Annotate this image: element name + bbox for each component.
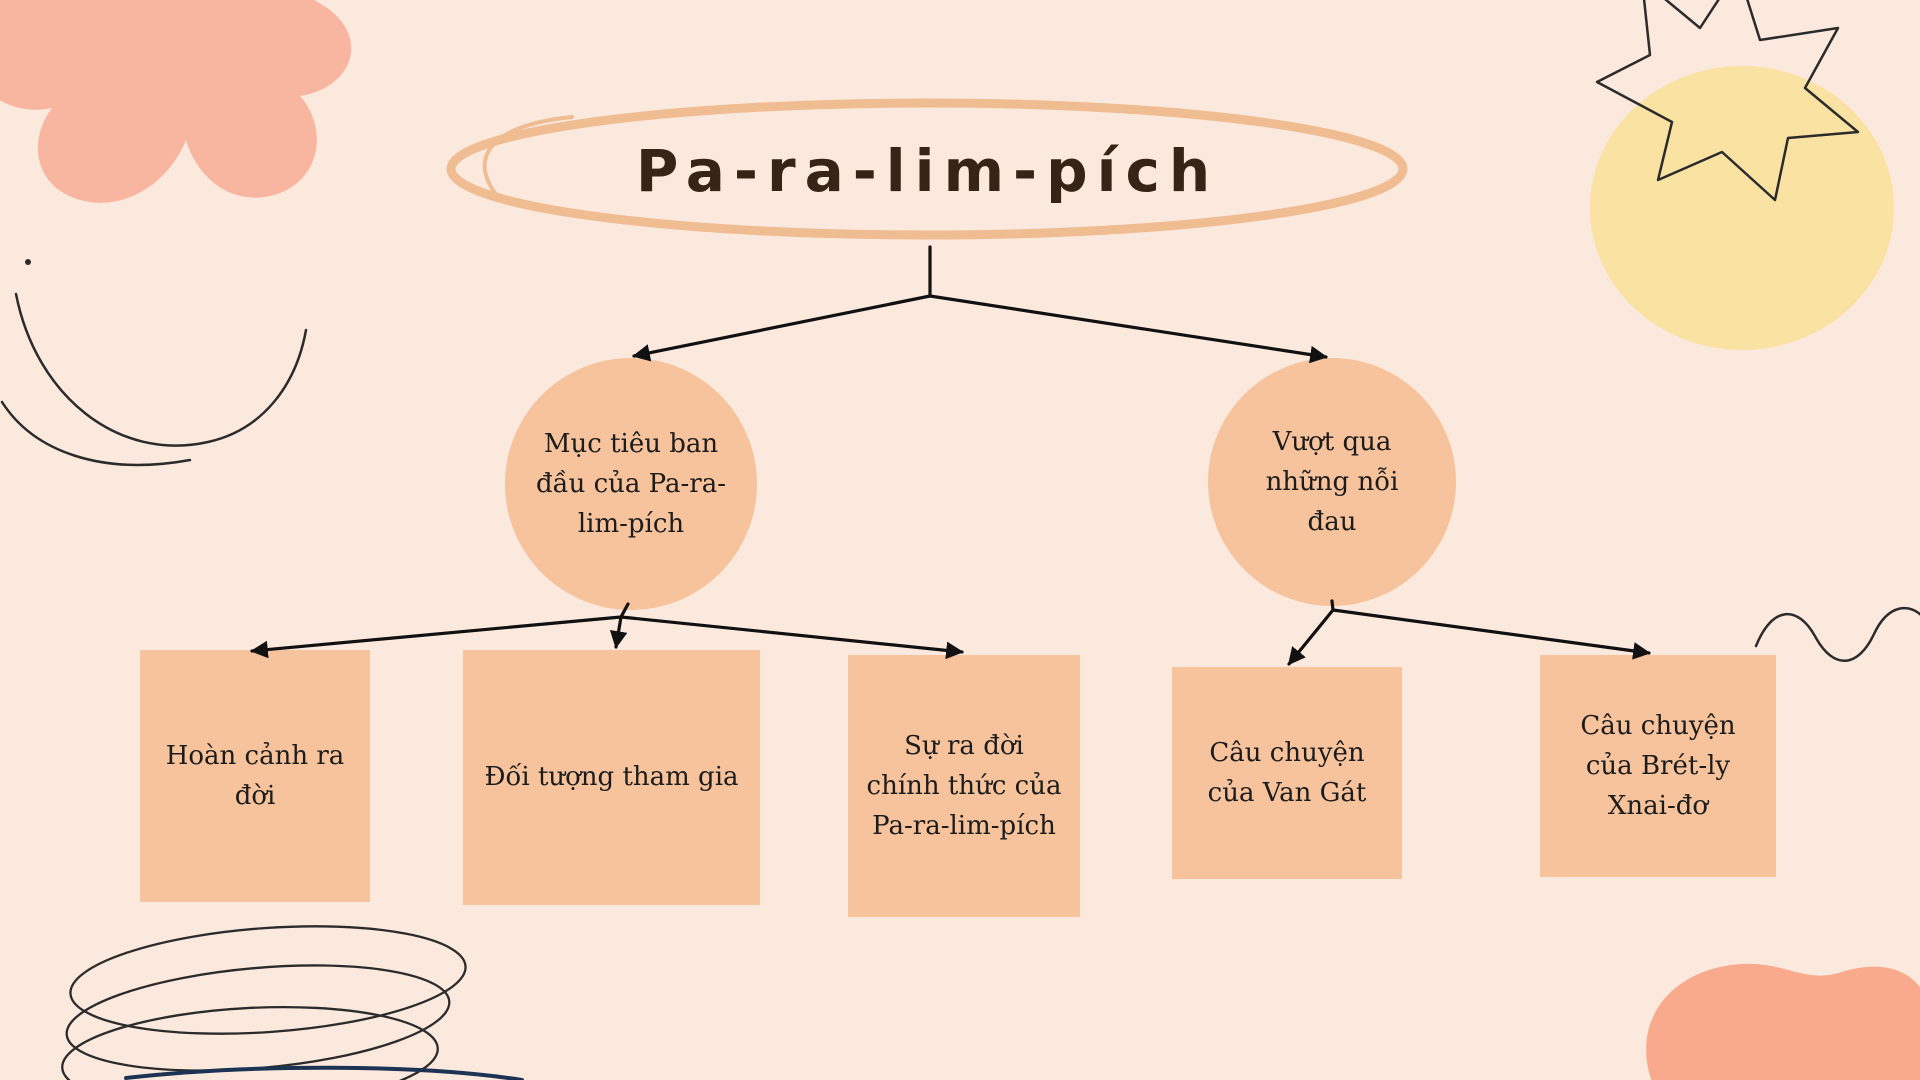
arrow-title-to-left-branch [632,294,932,362]
pink-blob-top-left [0,0,352,203]
leaf-label: Đối tượng tham gia [484,762,739,793]
arrow-right-to-leaf4 [1287,608,1335,666]
arrow-left-to-leaf3 [619,615,964,660]
small-arc-icon [0,400,192,467]
branch-node-muc-tieu: Mục tiêu ban đầu của Pa-ra-lim-pích [505,358,757,610]
page-title: Pa-ra-lim-pích [635,137,1220,205]
leaf-label: Câu chuyện của Brét-ly Xnai-đơ [1580,710,1736,822]
branch-node-vuot-qua: Vượt qua những nỗi đau [1208,358,1456,606]
coral-blob-bottom-right [1646,963,1920,1080]
navy-line-bottom [124,1065,524,1080]
branch-label: Mục tiêu ban đầu của Pa-ra-lim-pích [536,428,726,540]
leaf-node-hoan-canh: Hoàn cảnh ra đời [140,650,370,902]
arrow-title-to-right-branch [928,294,1328,364]
title-outline-oval [446,98,1408,240]
leaf-node-bret-ly: Câu chuyện của Brét-ly Xnai-đơ [1540,655,1776,877]
leaf-node-su-ra-doi: Sự ra đời chính thức của Pa-ra-lim-pích [848,655,1080,917]
arrow-left-to-leaf2 [609,615,628,649]
wave-doodle-icon [1754,606,1920,662]
arrow-left-to-leaf1 [250,615,623,659]
leaf-label: Câu chuyện của Van Gát [1207,737,1367,808]
leaf-node-van-gat: Câu chuyện của Van Gát [1172,667,1402,879]
central-topic-node: Pa-ra-lim-pích [440,95,1415,247]
yellow-blob [1590,66,1894,350]
arrow-right-to-leaf5 [1331,608,1651,660]
branch-label: Vượt qua những nỗi đau [1265,426,1399,538]
crescent-arc-icon [14,292,308,447]
leaf-node-doi-tuong: Đối tượng tham gia [463,650,760,905]
leaf-label: Sự ra đời chính thức của Pa-ra-lim-pích [866,730,1062,842]
leaf-label: Hoàn cảnh ra đời [165,740,345,811]
scribble-coil-icon [61,925,467,1080]
star-doodle-icon [1595,0,1860,202]
dot-doodle [25,259,31,265]
